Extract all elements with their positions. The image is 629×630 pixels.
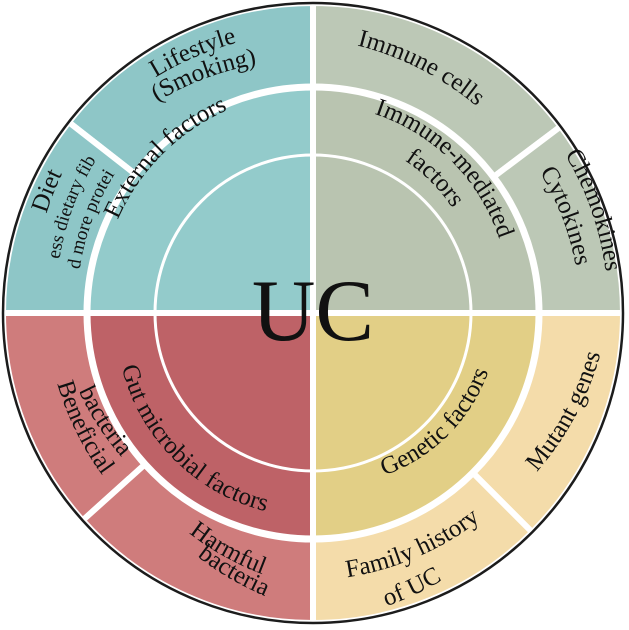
uc-center-label: UC: [252, 263, 374, 360]
inner-circle-line: [153, 153, 473, 473]
middle-gap-ring: [83, 83, 543, 543]
